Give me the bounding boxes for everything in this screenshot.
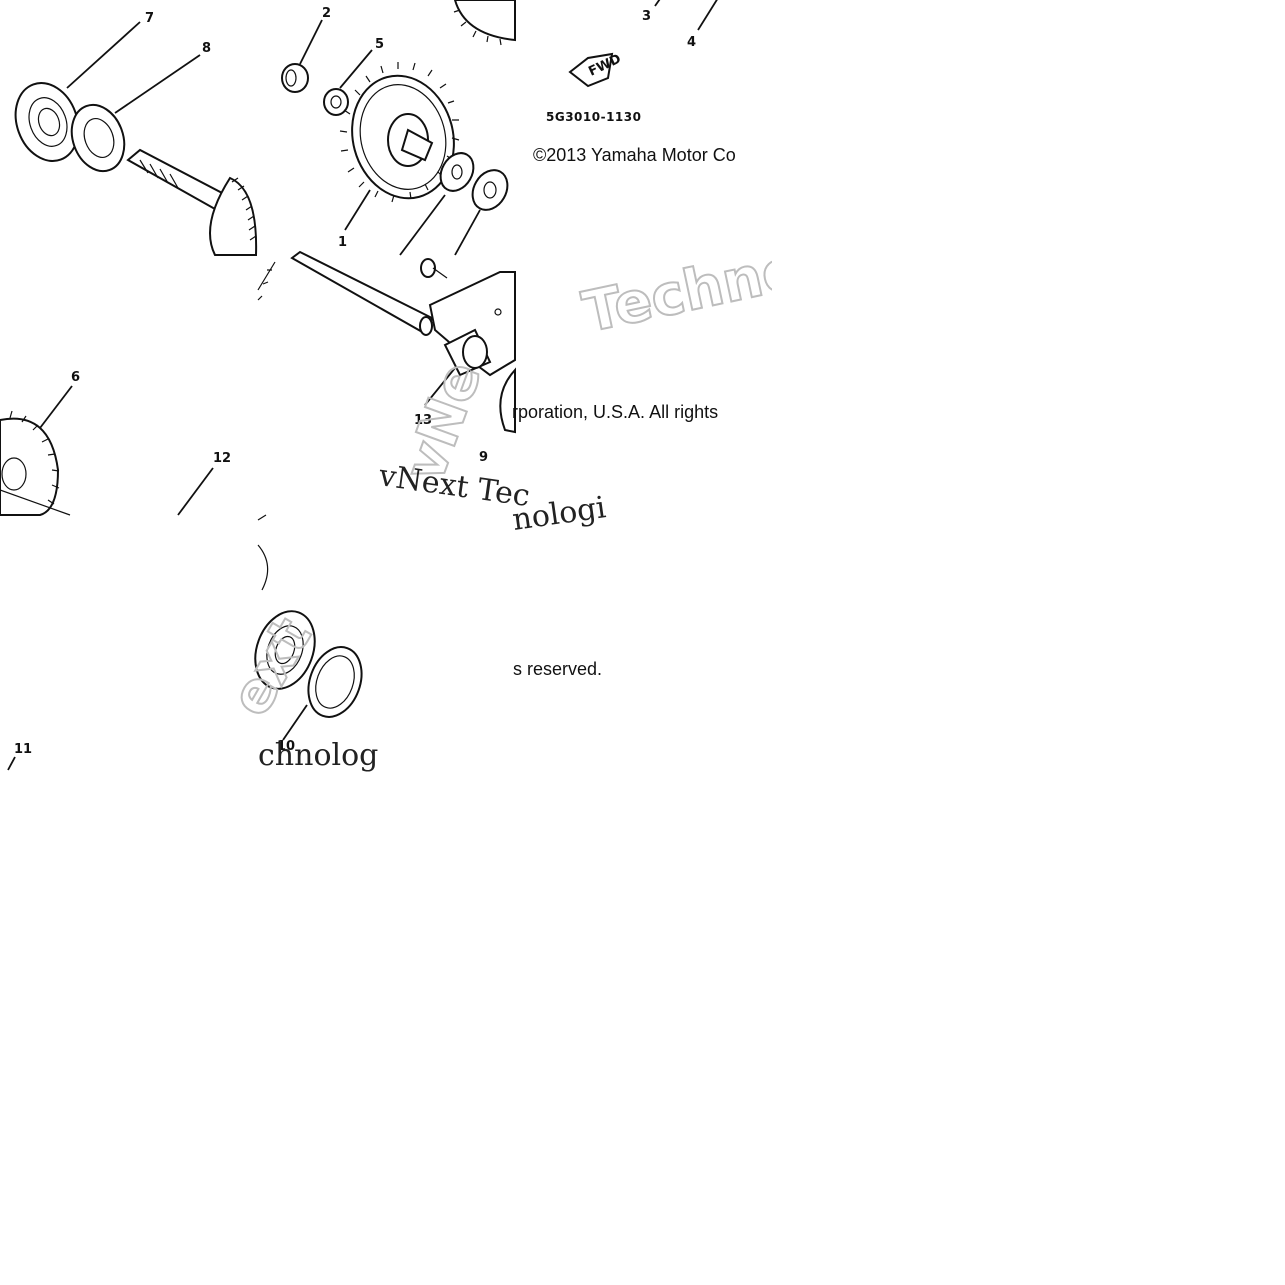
gear-3-fragment <box>453 0 516 46</box>
leader-8 <box>114 54 201 114</box>
leader-washer-2 <box>454 209 481 256</box>
leader-10 <box>282 704 308 741</box>
case-fragment <box>257 514 269 591</box>
washer-thick <box>471 169 509 211</box>
leader-6 <box>39 385 73 429</box>
callout-7: 7 <box>145 11 154 26</box>
watermark-bold: Techno <box>577 236 806 345</box>
copyright-segment-1: ©2013 Yamaha Motor Co <box>533 145 736 165</box>
drawing-code: 5G3010-1130 <box>546 110 641 124</box>
callout-1: 1 <box>338 235 347 250</box>
callout-10: 10 <box>277 739 295 754</box>
washer-5 <box>323 88 349 116</box>
collar-2 <box>281 63 309 93</box>
washer-flat <box>439 152 475 192</box>
watermark-bottom-2: chnolog <box>258 738 378 773</box>
leader-washer <box>399 194 446 256</box>
callout-4: 4 <box>687 35 696 50</box>
copyright-segment-2: rporation, U.S.A. All rights <box>512 402 718 422</box>
blank-bottom <box>0 772 1285 1285</box>
leader-2 <box>299 19 323 65</box>
leader-7 <box>66 21 141 89</box>
gear-6 <box>0 410 71 516</box>
leader-11 <box>7 756 16 771</box>
gear-1 <box>339 62 460 203</box>
fwd-arrow-icon <box>568 52 614 88</box>
gear-fragment-left <box>257 261 276 301</box>
output-shaft <box>126 148 258 256</box>
leader-1 <box>344 189 371 231</box>
leader-3 <box>654 0 661 7</box>
bearing-8 <box>70 103 126 173</box>
bearing-10 <box>254 610 316 690</box>
callout-13: 13 <box>414 413 432 428</box>
callout-9: 9 <box>479 450 488 465</box>
leader-12 <box>177 467 214 516</box>
callout-6: 6 <box>71 370 80 385</box>
leader-13 <box>424 367 456 406</box>
callout-8: 8 <box>202 41 211 56</box>
callout-11: 11 <box>14 742 32 757</box>
oil-seal <box>307 646 363 718</box>
bolt <box>420 258 448 279</box>
leader-4 <box>697 0 718 31</box>
idle-shaft <box>290 250 434 336</box>
copyright-segment-3: s reserved. <box>513 659 602 679</box>
callout-2: 2 <box>322 6 331 21</box>
callout-5: 5 <box>375 37 384 52</box>
bearing-7 <box>14 82 80 162</box>
callout-3: 3 <box>642 9 651 24</box>
callout-12: 12 <box>213 451 231 466</box>
part-9-fragment <box>499 367 516 434</box>
leader-5 <box>339 49 373 89</box>
bracket <box>428 271 516 377</box>
collar-13 <box>443 328 492 377</box>
